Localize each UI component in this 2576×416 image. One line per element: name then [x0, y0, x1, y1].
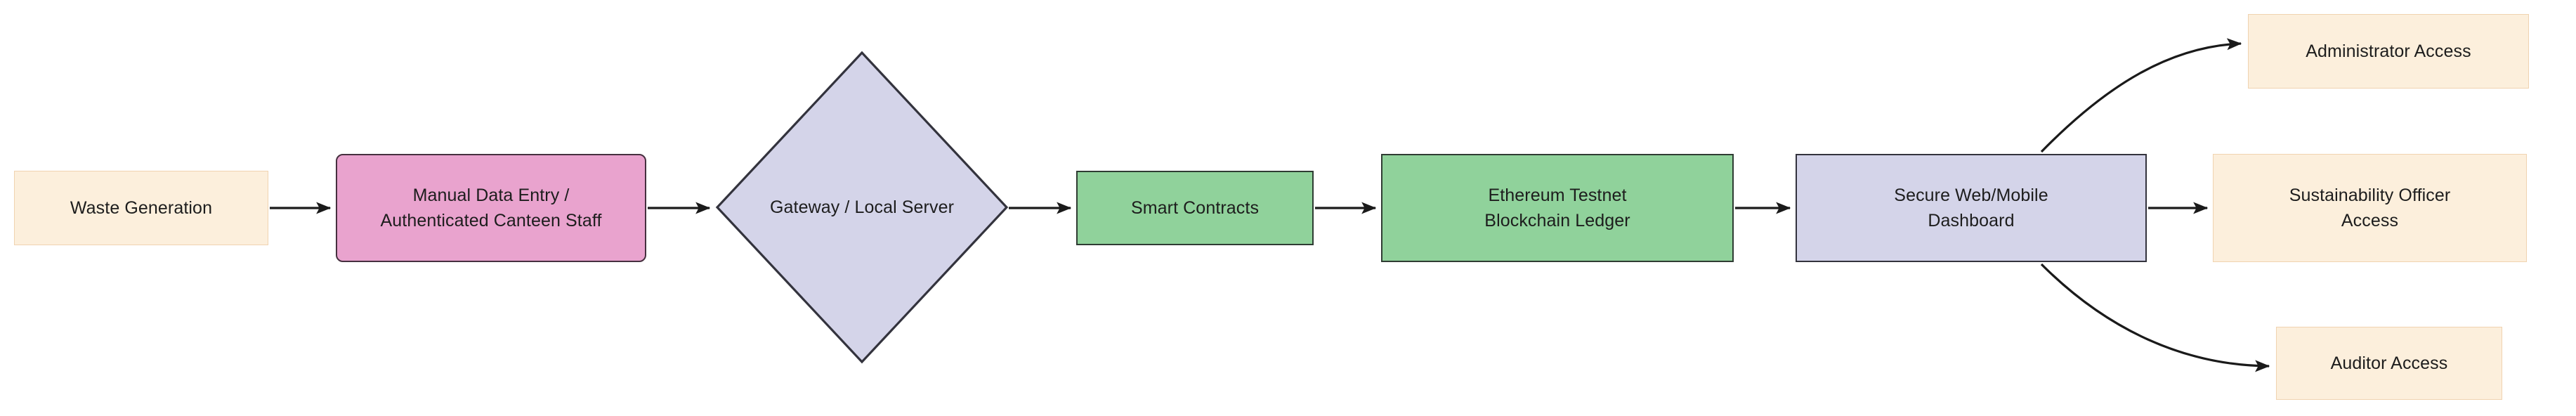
edge-dashboard-to-administrator: [2040, 38, 2242, 153]
node-administrator-access-label: Administrator Access: [2306, 41, 2471, 61]
node-ethereum-ledger-label: Ethereum Testnet Blockchain Ledger: [1484, 185, 1630, 230]
node-secure-dashboard[interactable]: Secure Web/Mobile Dashboard: [1796, 154, 2147, 262]
node-waste-generation-label: Waste Generation: [70, 197, 213, 218]
node-gateway-local-server[interactable]: Gateway / Local Server: [715, 51, 1009, 364]
node-ethereum-ledger[interactable]: Ethereum Testnet Blockchain Ledger: [1381, 154, 1734, 262]
edge-dashboard-to-auditor: [2040, 263, 2270, 372]
node-sustainability-officer-access[interactable]: Sustainability Officer Access: [2213, 154, 2527, 262]
node-sustainability-officer-access-label: Sustainability Officer Access: [2289, 185, 2451, 230]
node-gateway-local-server-label: Gateway / Local Server: [769, 197, 955, 217]
node-waste-generation[interactable]: Waste Generation: [14, 171, 268, 245]
node-smart-contracts-label: Smart Contracts: [1130, 197, 1260, 218]
diamond-shape: [715, 51, 1009, 364]
node-auditor-access[interactable]: Auditor Access: [2276, 327, 2502, 400]
node-administrator-access[interactable]: Administrator Access: [2248, 14, 2529, 89]
node-manual-data-entry-label: Manual Data Entry / Authenticated Cantee…: [380, 185, 602, 230]
node-auditor-access-label: Auditor Access: [2330, 353, 2448, 373]
node-smart-contracts[interactable]: Smart Contracts: [1076, 171, 1314, 245]
node-secure-dashboard-label: Secure Web/Mobile Dashboard: [1894, 185, 2048, 230]
node-manual-data-entry[interactable]: Manual Data Entry / Authenticated Cantee…: [336, 154, 646, 262]
